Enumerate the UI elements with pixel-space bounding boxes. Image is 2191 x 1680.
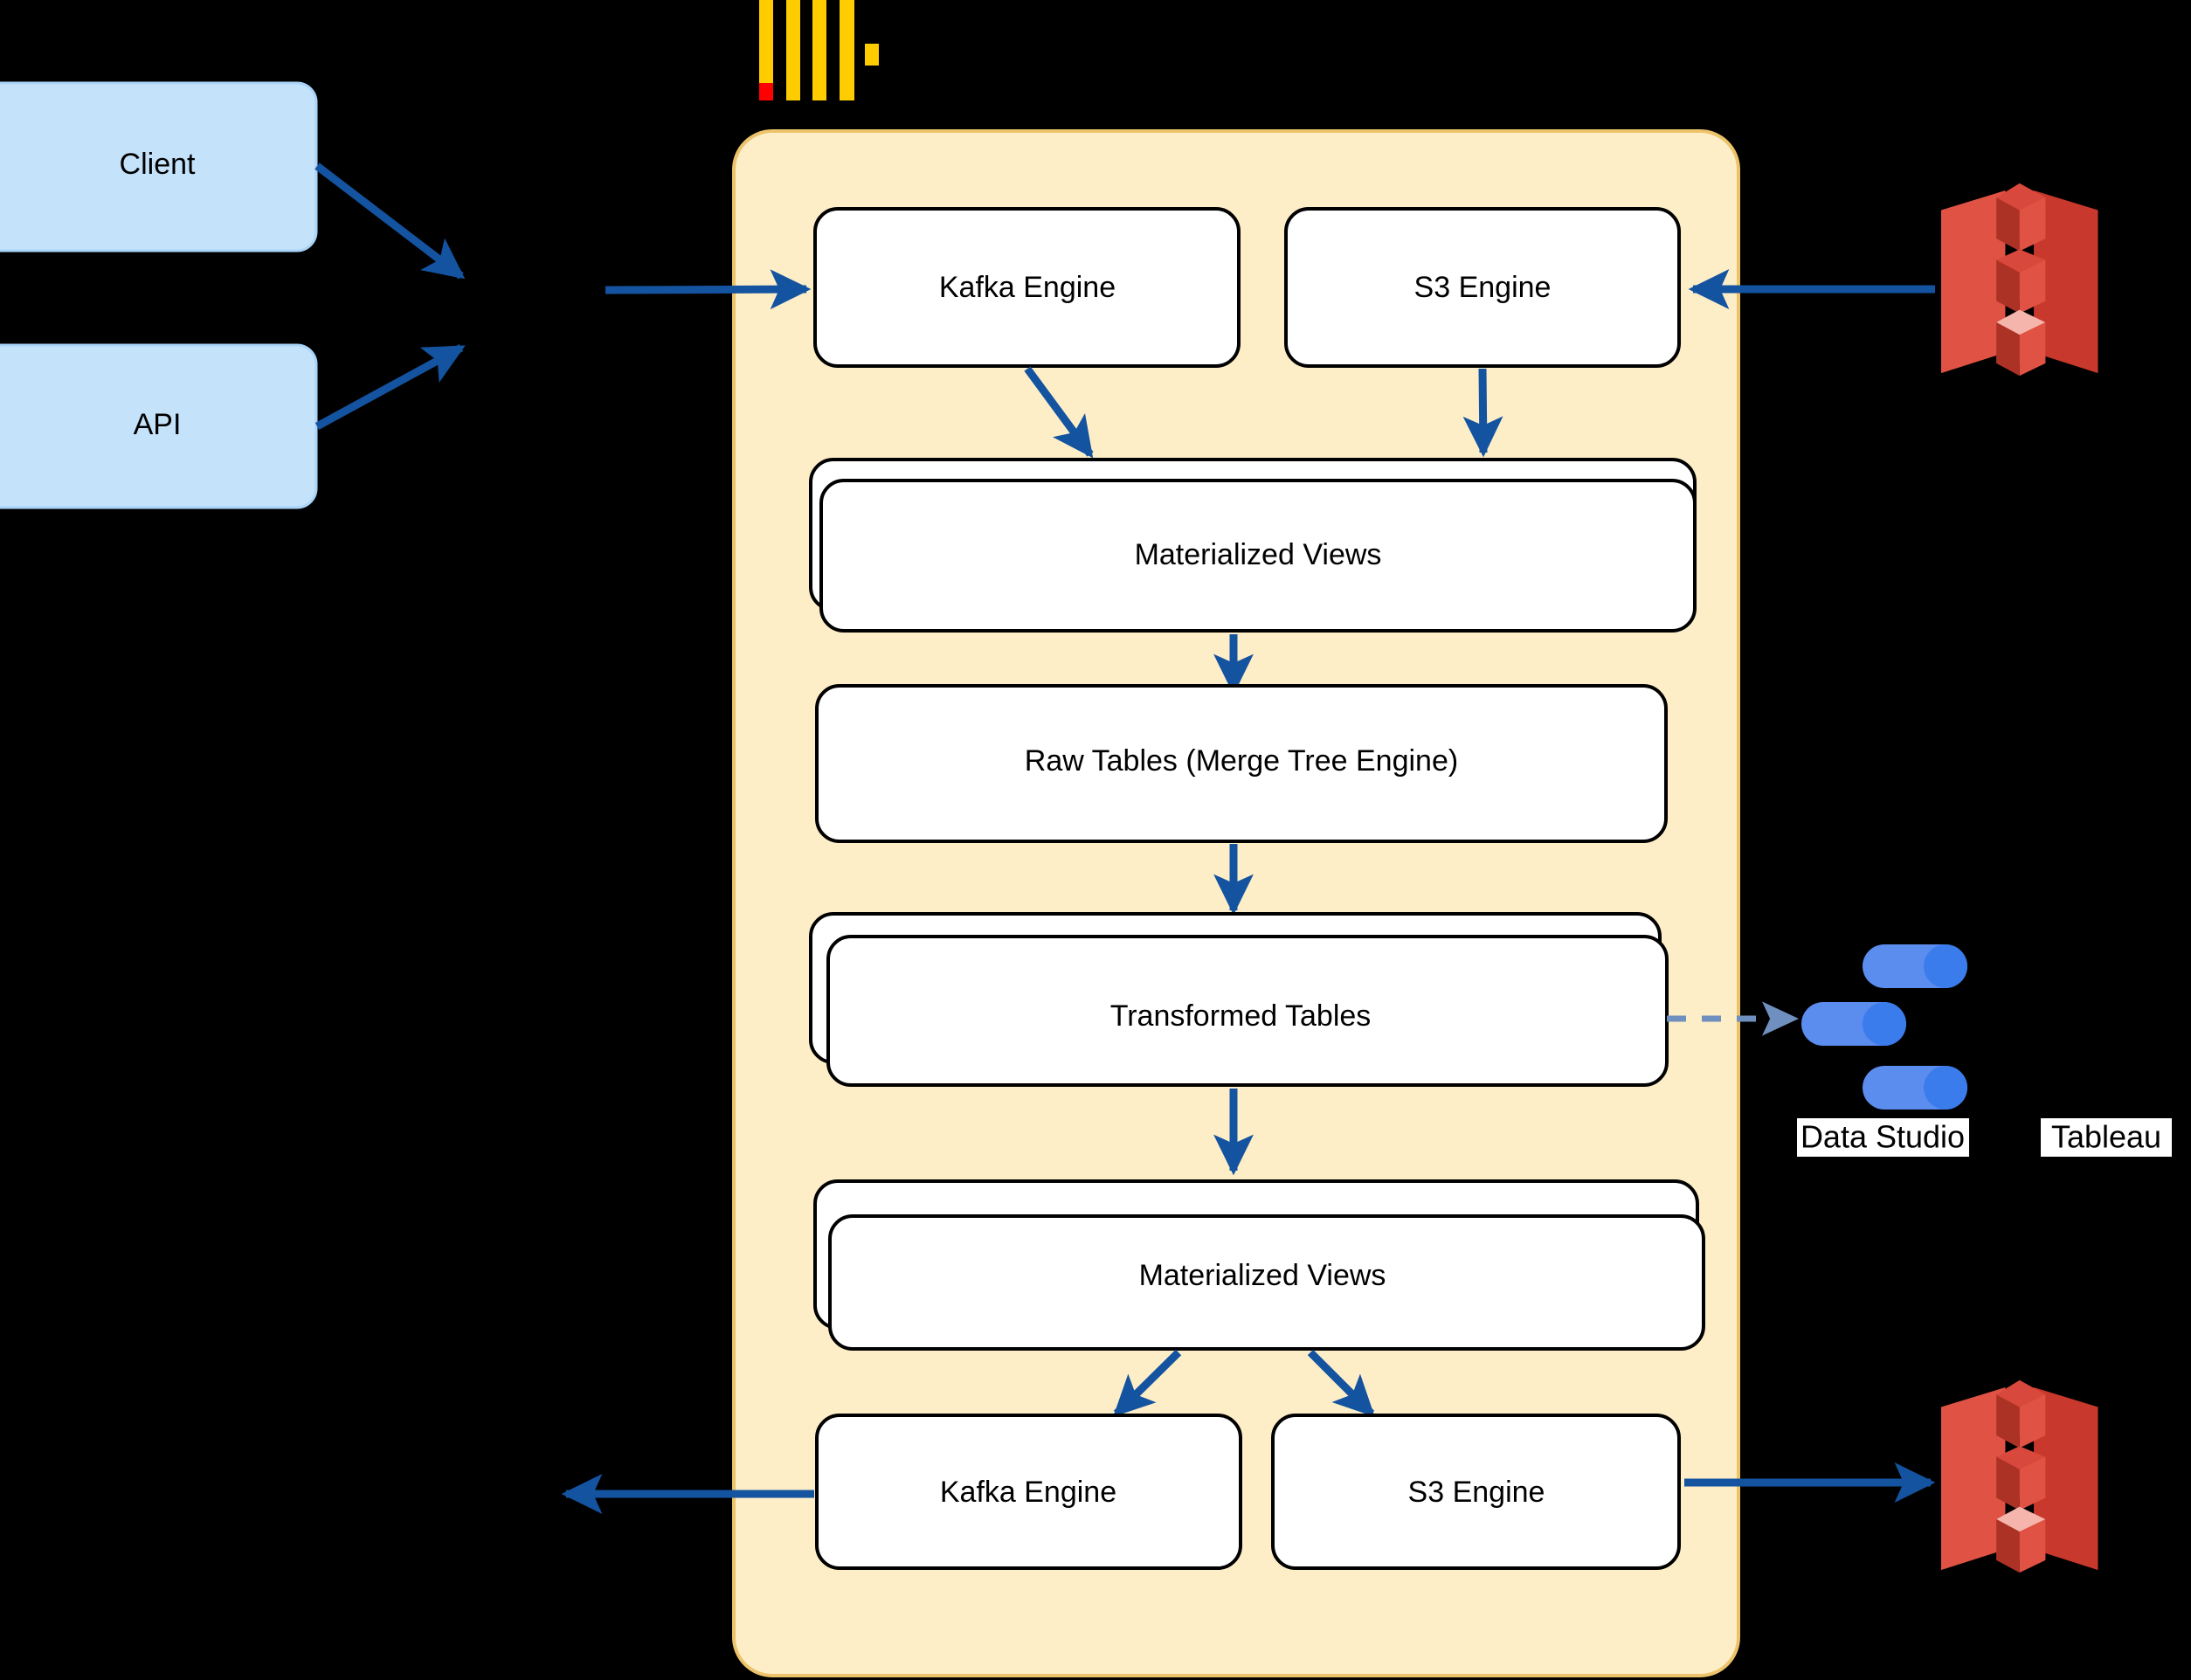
edge-mv-bottom-to-kafka-out	[1113, 1349, 1182, 1417]
s3-engine-in-box[interactable]	[1284, 207, 1681, 368]
node-raw-tables[interactable]: Raw Tables (Merge Tree Engine)	[815, 684, 1668, 843]
mv-top-front-layer[interactable]	[819, 479, 1697, 633]
clickhouse-logo	[759, 0, 879, 100]
aws-s3-bucket-icon	[1941, 1379, 2098, 1573]
transformed-tables-label: Transformed Tables	[1110, 999, 1372, 1033]
client-label: Client	[120, 148, 196, 181]
raw-tables-label: Raw Tables (Merge Tree Engine)	[1025, 744, 1458, 778]
source-api[interactable]: API	[0, 343, 318, 509]
mv-top-label: Materialized Views	[1135, 538, 1382, 571]
source-client[interactable]: Client	[0, 81, 318, 252]
tableau-label-group: Tableau	[2041, 1118, 2172, 1157]
s3-engine-in-label: S3 Engine	[1414, 271, 1552, 304]
node-s3-engine-out[interactable]: S3 Engine	[1271, 1414, 1681, 1570]
node-transformed-tables[interactable]: Transformed Tables	[809, 912, 1669, 1087]
data-studio-label-group: Data Studio	[1797, 1118, 1969, 1157]
s3-engine-out-box[interactable]	[1271, 1414, 1681, 1570]
tableau-label: Tableau	[2051, 1119, 2161, 1155]
node-materialized-views-bottom[interactable]: Materialized Views	[813, 1179, 1705, 1351]
edge-kafka-in-to-mv-top	[1024, 366, 1094, 459]
data-studio-label: Data Studio	[1800, 1119, 1965, 1155]
api-box[interactable]	[0, 343, 318, 509]
node-materialized-views-top[interactable]: Materialized Views	[809, 458, 1708, 633]
mv-bottom-front-layer[interactable]	[828, 1214, 1705, 1351]
transformed-tables-front-layer[interactable]	[826, 935, 1669, 1087]
edge-api-to-junction	[314, 344, 466, 430]
s3-engine-out-label: S3 Engine	[1408, 1476, 1545, 1509]
edge-junction-to-kafka-in	[605, 269, 812, 310]
kafka-engine-out-box[interactable]	[815, 1414, 1242, 1570]
node-s3-engine-in[interactable]: S3 Engine	[1284, 207, 1681, 368]
raw-tables-box[interactable]	[815, 684, 1668, 843]
edge-client-to-junction	[314, 162, 466, 280]
api-label: API	[134, 408, 182, 441]
kafka-engine-in-label: Kafka Engine	[939, 271, 1116, 304]
tableau-label-bg	[2041, 1118, 2172, 1157]
kafka-engine-out-label: Kafka Engine	[940, 1476, 1116, 1509]
node-kafka-engine-out[interactable]: Kafka Engine	[815, 1414, 1242, 1570]
client-box[interactable]	[0, 81, 318, 252]
google-data-studio-icon[interactable]	[1801, 944, 1967, 1110]
node-kafka-engine-in[interactable]: Kafka Engine	[813, 207, 1241, 368]
data-studio-label-bg	[1797, 1118, 1969, 1157]
aws-s3-bucket-icon	[1941, 183, 2098, 377]
kafka-engine-in-box[interactable]	[813, 207, 1241, 368]
edge-mv-bottom-to-s3-out	[1307, 1349, 1375, 1417]
mv-bottom-label: Materialized Views	[1139, 1259, 1386, 1292]
